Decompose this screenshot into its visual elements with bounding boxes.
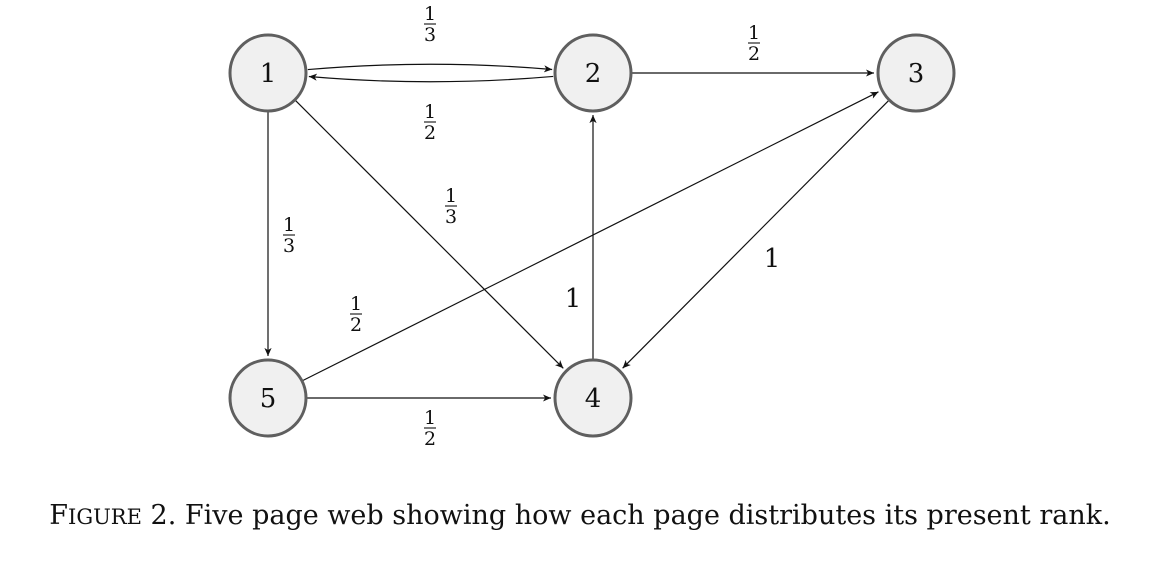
node-label: 2 — [585, 59, 602, 89]
edge-weight-denominator: 3 — [283, 235, 295, 257]
node-circle — [228, 33, 308, 113]
edge-label-5-to-3: 12 — [350, 293, 362, 336]
edge-2-to-1 — [308, 73, 554, 83]
edge-weight-denominator: 2 — [748, 43, 760, 65]
edge-weight-text: 1 — [565, 284, 582, 314]
node-4: 4 — [553, 358, 633, 438]
node-circle — [553, 358, 633, 438]
edge-weight-denominator: 2 — [350, 314, 362, 336]
edge-label-5-to-4: 12 — [424, 407, 436, 450]
node-label: 1 — [260, 59, 277, 89]
edge-label-1-to-5: 13 — [283, 214, 295, 257]
caption-figure-number: 2. — [150, 500, 177, 531]
node-1: 1 — [228, 33, 308, 113]
node-3: 3 — [876, 33, 956, 113]
edge-3-to-4 — [622, 100, 889, 369]
edge-label-1-to-2: 13 — [424, 3, 436, 46]
edge-weight-numerator: 1 — [350, 293, 362, 315]
node-circle — [553, 33, 633, 113]
edge-label-1-to-4: 13 — [445, 185, 457, 228]
caption-figure-rest: IGURE — [68, 505, 142, 529]
edge-label-4-to-2: 1 — [565, 284, 582, 314]
edges-layer — [264, 63, 889, 402]
node-5: 5 — [228, 358, 308, 438]
edge-weight-denominator: 3 — [445, 206, 457, 228]
edge-label-2-to-1: 12 — [424, 101, 436, 144]
figure-caption: FIGURE 2. Five page web showing how each… — [0, 500, 1160, 531]
node-circle — [228, 358, 308, 438]
edge-label-2-to-3: 12 — [748, 22, 760, 65]
edge-weight-numerator: 1 — [424, 101, 436, 123]
edge-label-3-to-4: 1 — [764, 244, 781, 274]
node-label: 3 — [908, 59, 925, 89]
edge-5-to-3 — [302, 91, 879, 382]
edge-weight-numerator: 1 — [424, 3, 436, 25]
edge-weight-denominator: 2 — [424, 428, 436, 450]
edge-1-to-2 — [307, 63, 553, 73]
edge-1-to-4 — [295, 100, 564, 369]
node-2: 2 — [553, 33, 633, 113]
edge-weight-denominator: 3 — [424, 24, 436, 46]
node-label: 4 — [585, 384, 602, 414]
edge-weight-denominator: 2 — [424, 122, 436, 144]
caption-text: Five page web showing how each page dist… — [184, 500, 1111, 531]
node-circle — [876, 33, 956, 113]
caption-figure-first: F — [49, 500, 69, 531]
node-label: 5 — [260, 384, 277, 414]
edge-weight-text: 1 — [764, 244, 781, 274]
edge-weight-numerator: 1 — [445, 185, 457, 207]
edge-weight-numerator: 1 — [748, 22, 760, 44]
edge-weight-numerator: 1 — [424, 407, 436, 429]
edge-weight-numerator: 1 — [283, 214, 295, 236]
